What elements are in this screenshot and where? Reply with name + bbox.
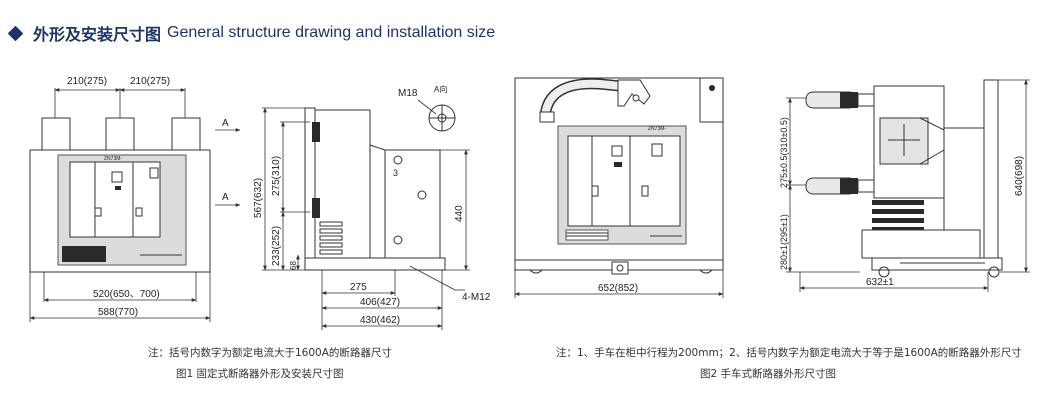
fig2-side-view: 275±0.5(310±0.5) 280±1(295±1) (779, 79, 1030, 292)
dim-bottom-652: 652(852) (598, 283, 638, 294)
dim-bot-406: 406(427) (360, 297, 400, 308)
label-3: 3 (393, 168, 398, 178)
fig2-model-label: ZN73M- (648, 126, 666, 132)
label-a-direction: A向 (434, 84, 447, 94)
section-header: 外形及安装尺寸图 General structure drawing and i… (7, 20, 496, 46)
fig2-note: 注：1、手车在柜中行程为200mm；2、括号内数字为额定电流大于等于是1600A… (556, 347, 1022, 359)
fig1-model-label: ZN73M- (104, 156, 122, 162)
dim-side-233: 233(252) (271, 226, 282, 266)
arrow-a-bottom: A (222, 192, 229, 203)
fig1-caption: 图1 固定式断路器外形及安装尺寸图 (176, 368, 344, 380)
dim-top-right: 210(275) (130, 76, 170, 87)
dim-side-280-tol: 280±1(295±1) (779, 214, 789, 270)
dim-bot-275: 275 (350, 282, 367, 293)
dim-side-440: 440 (454, 205, 465, 222)
dim-side-567: 567(632) (253, 178, 264, 218)
dim-side-68: 68 (289, 261, 298, 270)
fig1-front-view: 210(275) 210(275) ZN73M- 520(650、700) 58… (29, 76, 241, 322)
dim-bottom-632: 632±1 (866, 277, 894, 288)
dim-m12: 4-M12 (462, 292, 491, 303)
dim-side-275-tol: 275±0.5(310±0.5) (779, 117, 789, 188)
fig1-note: 注：括号内数字为额定电流大于1600A的断路器尺寸 (148, 347, 392, 359)
dim-top-left: 210(275) (67, 76, 107, 87)
fig1-side-view: M18 A向 3 567(632) 275(310) 233(252) 68 (253, 84, 491, 330)
arrow-a-top: A (222, 118, 229, 129)
dim-bottom-inner: 520(650、700) (93, 289, 160, 300)
dim-bottom-outer: 588(770) (98, 307, 138, 318)
dim-side-275: 275(310) (271, 156, 282, 196)
dim-bot-430: 430(462) (360, 315, 400, 326)
title-chinese: 外形及安装尺寸图 (33, 25, 162, 44)
fig2-front-view: ZN73M- 652(852) (514, 77, 724, 298)
fig2-caption: 图2 手车式断路器外形尺寸图 (700, 368, 837, 380)
dim-side-640: 640(698) (1014, 156, 1025, 196)
dim-m18: M18 (398, 88, 418, 99)
title-english: General structure drawing and installati… (167, 24, 496, 41)
